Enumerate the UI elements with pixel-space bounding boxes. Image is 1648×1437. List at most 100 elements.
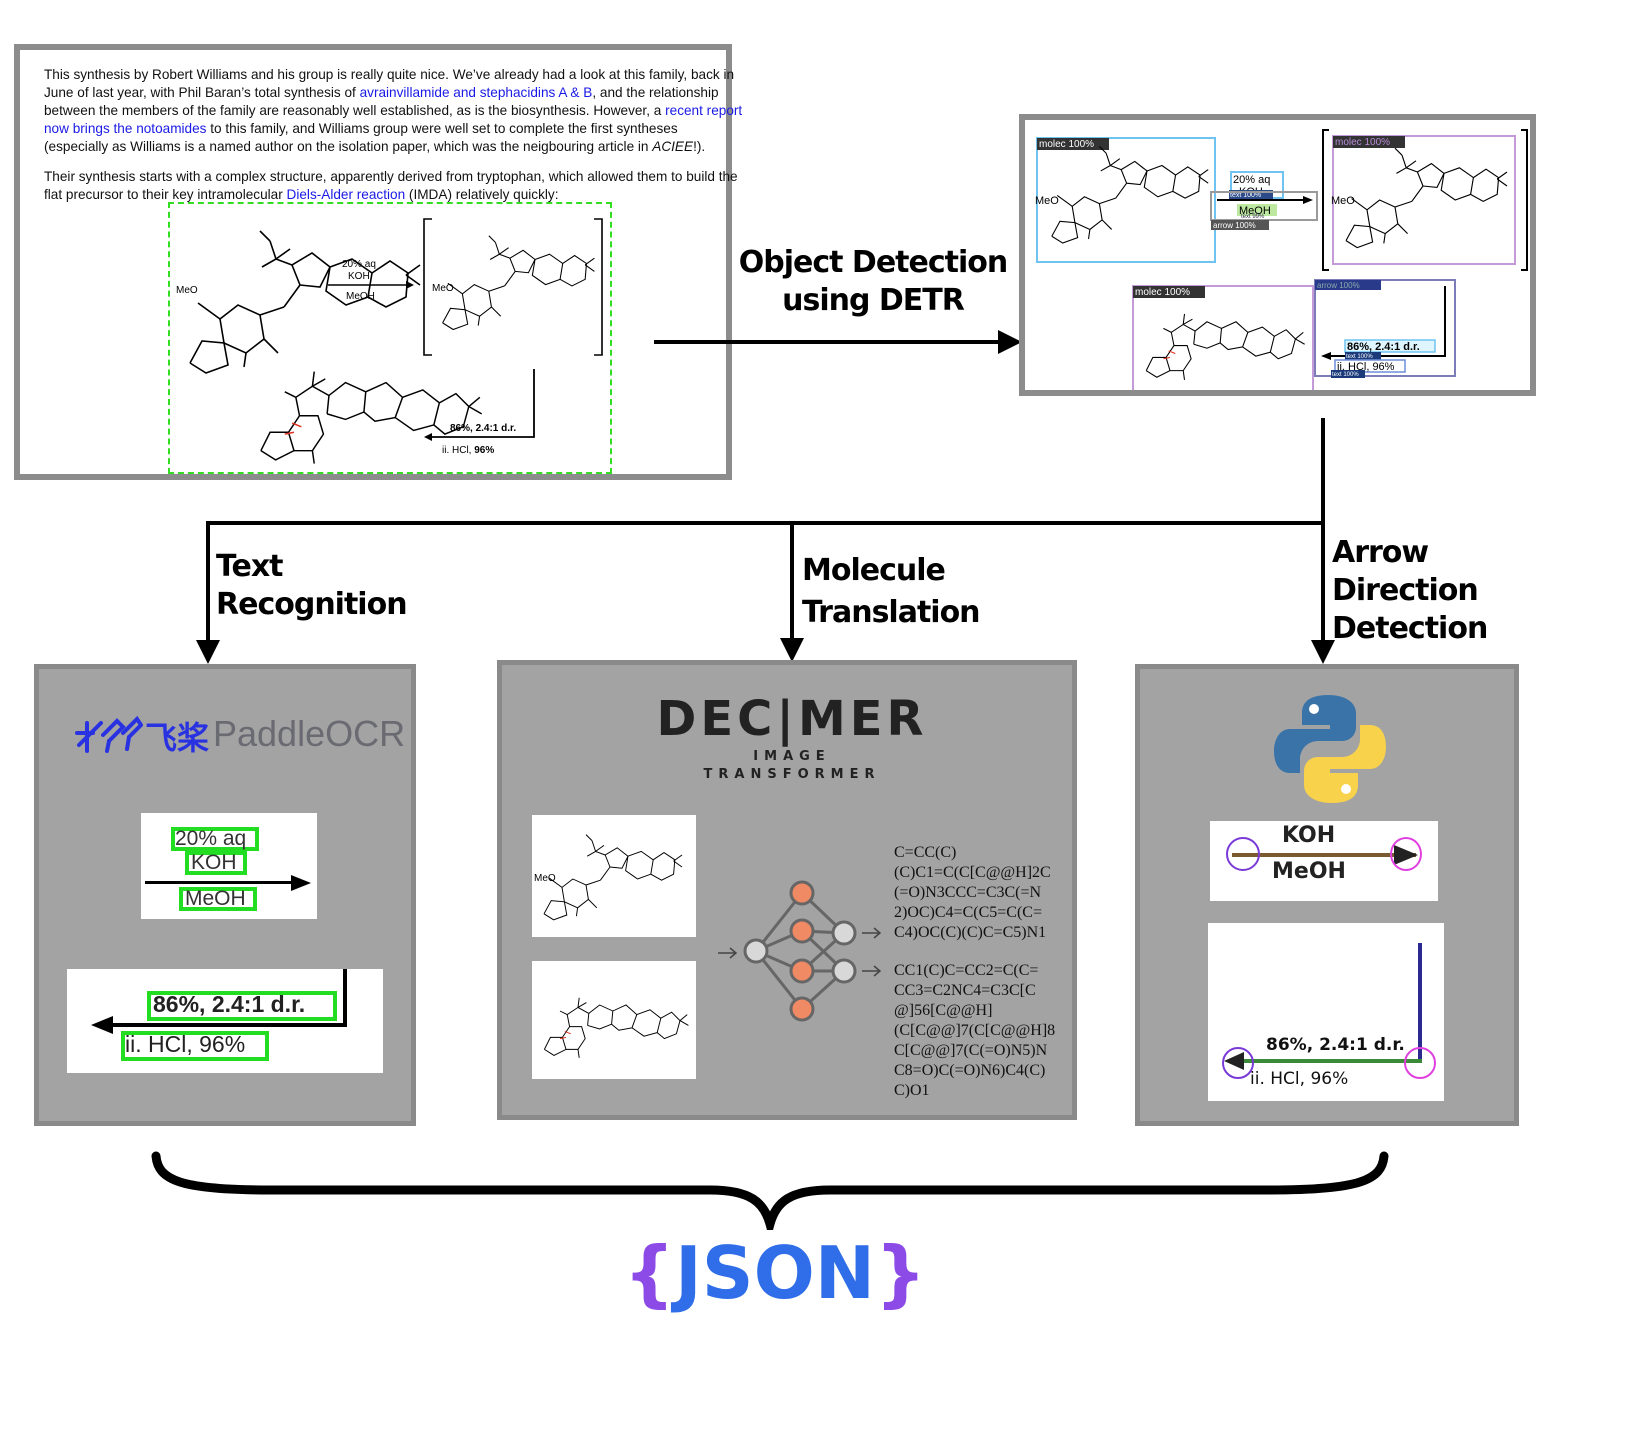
decimer-logo: DEC|MER: [656, 691, 928, 747]
detection-overlay: molec 100% MeO 20% aq KOH text 100% MeOH…: [1035, 129, 1528, 390]
ocr-box: [147, 991, 337, 1021]
article-paragraph-2: Their synthesis starts with a complex st…: [44, 168, 744, 204]
ocr-snippet-conditions: 86%, 2.4:1 d.r. ii. HCl, 96%: [67, 969, 383, 1073]
ocr-text: 20% aq: [175, 827, 247, 850]
ocr-arrow: [145, 881, 299, 884]
arrow-direction-label: Arrow Direction Detection: [1332, 534, 1488, 648]
arrowhead-icon: [780, 638, 804, 662]
meo-label: MeO: [1331, 195, 1355, 207]
ocr-text: MeOH: [185, 887, 246, 910]
detection-tag: [1315, 280, 1381, 290]
ocr-box: [171, 827, 259, 851]
detection-tag-text: text 100%: [1230, 192, 1261, 199]
condition-text: 86%, 2.4:1 d.r.: [1347, 341, 1420, 353]
link-diels-alder[interactable]: Diels-Alder reaction: [286, 187, 406, 202]
detection-box-molecule: [1332, 135, 1516, 265]
article-text-span: This synthesis by Robert Williams and hi…: [44, 67, 735, 100]
branch-label-line: Direction: [1332, 573, 1479, 608]
paddle-logo-text: PaddleOCR: [213, 713, 406, 754]
meo-label: MeO: [1035, 195, 1059, 207]
branch-label-line: Translation: [802, 595, 981, 630]
article-text-span: !).: [693, 139, 706, 154]
detection-box-text: [1237, 204, 1277, 216]
detection-step-label: Object Detection using DETR: [738, 244, 1009, 320]
molecule-translation-label: Molecule Translation: [802, 550, 981, 634]
arrow-snippet-conditions: 86%, 2.4:1 d.r. ii. HCl, 96%: [1208, 923, 1444, 1101]
json-brace-open: {: [623, 1231, 675, 1315]
paddleocr-panel: 飞桨 PaddleOCR 20% aq KOH MeOH 86%, 2.4:1 …: [34, 664, 416, 1126]
ocr-arrow: [343, 969, 347, 1027]
paddle-logo-chinese: 飞桨: [145, 719, 210, 757]
reagent-text: MeOH: [1272, 859, 1346, 884]
json-brace-close: }: [875, 1231, 927, 1315]
detection-tag: [1133, 286, 1205, 298]
condition-text: ii. HCl, 96%: [442, 445, 494, 456]
detection-box-arrow: [1314, 279, 1456, 377]
branch-label-line: Text: [216, 549, 284, 584]
detection-label-line: using DETR: [782, 283, 965, 318]
arrowhead-icon: [196, 640, 220, 664]
condition-text: 20% aq: [342, 259, 376, 270]
condition-text: 20% aq: [1233, 174, 1270, 186]
ocr-box: [185, 851, 247, 875]
detection-tag: [1037, 138, 1109, 150]
branch-label-line: Arrow: [1332, 535, 1429, 570]
detection-box-molecule: [1036, 137, 1216, 263]
python-logo-icon: [1274, 695, 1386, 803]
detection-tag: [1333, 136, 1405, 148]
meo-label: MeO: [534, 873, 556, 884]
detection-box-text: [1334, 359, 1406, 373]
detection-tag-text: molec 100%: [1039, 139, 1094, 150]
journal-name: ACIEE: [652, 139, 694, 154]
arrowhead-icon: [91, 1016, 113, 1034]
paddleocr-logo: 飞桨 PaddleOCR: [73, 711, 405, 759]
neural-network-icon: [718, 880, 882, 1022]
scheme-region-box: [168, 202, 612, 474]
smiles-output-1: C=CC(C) (C)C1=C(C[C@@H]2C (=O)N3CCC=C3C(…: [894, 844, 1051, 941]
detected-arrow-line: [1232, 1059, 1422, 1063]
ocr-text: ii. HCl, 96%: [125, 1031, 246, 1057]
bracket-left: [423, 218, 432, 356]
detected-arrow-line: [1418, 943, 1422, 1063]
ocr-box: [179, 887, 257, 911]
ocr-arrow: [103, 1023, 347, 1027]
condition-text: MeOH: [1239, 205, 1271, 217]
decimer-input-molecule-2: [532, 961, 696, 1079]
condition-text: 86%, 2.4:1 d.r.: [450, 423, 516, 434]
link-avrainvillamide[interactable]: avrainvillamide and stephacidins A & B: [359, 85, 593, 100]
condition-text: ii. HCl, 96%: [1250, 1069, 1349, 1089]
link-recent-report[interactable]: recent report now brings the notoamides: [44, 103, 743, 136]
decimer-panel: DEC|MER IMAGE TRANSFORMER MeO: [497, 660, 1077, 1120]
detection-tag-text: molec 100%: [1335, 137, 1390, 148]
condition-text: MeOH: [346, 291, 375, 302]
reagent-text: KOH: [1282, 823, 1336, 848]
branch-label-line: Detection: [1332, 611, 1488, 646]
json-text: JSON: [674, 1231, 876, 1315]
decimer-subtitle: IMAGE: [753, 749, 831, 764]
arrow-snippet-reagents: KOH MeOH: [1210, 821, 1438, 901]
article-text-span: Their synthesis starts with a complex st…: [44, 169, 738, 202]
detected-arrow-line: [1232, 853, 1416, 857]
article-paragraph-1: This synthesis by Robert Williams and hi…: [44, 66, 744, 156]
flow-arrow-to-detection: [654, 330, 1022, 354]
arrow-detection-panel: KOH MeOH 86%, 2.4:1 d.r. ii. HCl, 96%: [1135, 664, 1519, 1126]
text-recognition-label: Text Recognition: [216, 548, 408, 624]
detection-tag-text: arrow 100%: [1213, 221, 1256, 230]
branch-label-line: Recognition: [216, 587, 408, 622]
arrowhead-icon: [406, 281, 414, 289]
bracket-right: [594, 218, 603, 356]
detection-tag-text: molec 100%: [1135, 287, 1190, 298]
arrowhead-icon: [424, 433, 432, 441]
article-text-span: to this family, and Williams group were …: [44, 121, 678, 154]
detection-tag: [1345, 352, 1381, 360]
article-text-span: , and the relationship between the membe…: [44, 85, 719, 118]
ocr-snippet-reagents: 20% aq KOH MeOH: [141, 813, 317, 919]
detection-result-panel: molec 100% MeO 20% aq KOH text 100% MeOH…: [1019, 114, 1536, 396]
arrow-tail-marker: [1222, 1047, 1254, 1079]
arrowhead-icon: [1311, 640, 1335, 664]
curly-brace-icon: [151, 1151, 1389, 1230]
detection-box-text: [1344, 339, 1436, 353]
detection-box-molecule: [1132, 285, 1314, 390]
reaction-scheme: MeO 20% aq KOH MeOH MeO 86%, 2.4:1 d.r. …: [176, 218, 603, 465]
detection-tag-text: text 100%: [1346, 354, 1373, 360]
